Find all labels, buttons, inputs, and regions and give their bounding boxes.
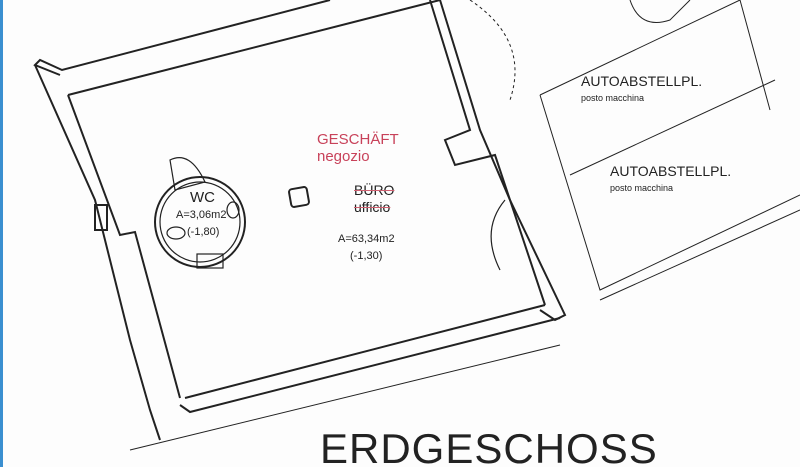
shop-label-de: GESCHÄFT xyxy=(317,131,399,148)
ground-line xyxy=(129,344,561,451)
scan-edge xyxy=(0,0,3,467)
column xyxy=(288,186,310,208)
parking-outline xyxy=(539,0,771,111)
room-wall-right xyxy=(429,0,546,306)
office-label-de: BÜRO xyxy=(354,182,395,198)
room-wall-bottom-outer xyxy=(179,317,561,414)
office-level: (-1,30) xyxy=(350,250,383,262)
outer-wall-left xyxy=(34,64,161,441)
toilet xyxy=(166,226,186,240)
parking-2-label-de: AUTOABSTELLPL. xyxy=(610,163,732,179)
window-left xyxy=(94,204,108,231)
wc-door xyxy=(169,157,206,191)
room-wall-top xyxy=(67,0,441,96)
parking-2-label-it: posto macchina xyxy=(610,183,674,193)
office-area: A=63,34m2 xyxy=(338,233,395,245)
wc-outline xyxy=(154,176,246,268)
room-wall-right-outer xyxy=(439,0,567,322)
wc-level: (-1,80) xyxy=(187,226,220,238)
parking-1-label-it: posto macchina xyxy=(581,93,645,103)
parking-1-label-de: AUTOABSTELLPL. xyxy=(581,73,703,89)
room-wall-left xyxy=(67,94,181,399)
wc-area: A=3,06m2 xyxy=(176,209,227,221)
room-wall-bottom xyxy=(184,304,546,399)
entrance-door xyxy=(490,199,506,271)
office-label-it: ufficio xyxy=(354,199,391,215)
floor-title: ERDGESCHOSS xyxy=(320,425,658,467)
wc-label: WC xyxy=(190,189,215,206)
outer-wall-top xyxy=(33,0,331,76)
shower xyxy=(196,253,224,269)
sink xyxy=(226,201,240,219)
shop-label-it: negozio xyxy=(317,148,370,165)
